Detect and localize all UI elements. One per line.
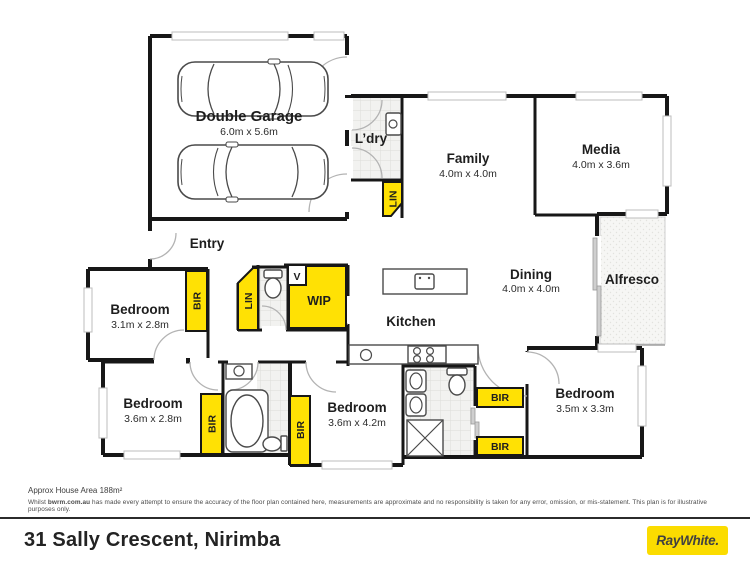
dims-bedroom1: 3.1m x 2.8m bbox=[111, 319, 169, 331]
footer-bar: 31 Sally Crescent, Nirimba RayWhite. bbox=[0, 519, 750, 562]
lin-closet bbox=[382, 181, 403, 217]
raywhite-logo: RayWhite. bbox=[647, 526, 728, 555]
bir-closet bbox=[185, 270, 208, 332]
alfresco-floor bbox=[599, 216, 666, 345]
area-note: Approx House Area 188m² bbox=[28, 486, 123, 495]
sliding-doors bbox=[470, 236, 602, 440]
bir-closet bbox=[200, 393, 223, 455]
wip-pantry bbox=[288, 265, 347, 329]
footnotes: Approx House Area 188m² Whilst bwrm.com.… bbox=[28, 486, 728, 513]
disclaimer-rest: has made every attempt to ensure the acc… bbox=[28, 499, 708, 513]
label-bir: BIR bbox=[192, 292, 204, 311]
kitchen-island bbox=[382, 268, 468, 295]
label-bir: BIR bbox=[491, 392, 510, 404]
ensuite-fixtures bbox=[405, 367, 468, 457]
label-bir: BIR bbox=[295, 421, 307, 440]
label-bir: BIR bbox=[207, 415, 219, 434]
label-vanity: V bbox=[293, 271, 300, 283]
bathroom-fixtures bbox=[225, 363, 288, 453]
label-bir: BIR bbox=[491, 441, 510, 453]
label-wip: WIP bbox=[307, 294, 331, 308]
label-lin: LIN bbox=[243, 293, 255, 310]
property-address: 31 Sally Crescent, Nirimba bbox=[24, 529, 281, 551]
label-kitchen: Kitchen bbox=[386, 314, 436, 329]
laundry-trough-icon bbox=[385, 112, 402, 136]
dims-dining: 4.0m x 4.0m bbox=[502, 283, 560, 295]
dims-bedroom2: 3.6m x 2.8m bbox=[124, 413, 182, 425]
vanity-box bbox=[287, 264, 307, 286]
label-media: Media bbox=[582, 142, 621, 157]
label-alfresco: Alfresco bbox=[605, 272, 659, 287]
windows bbox=[83, 31, 672, 470]
closets bbox=[185, 181, 524, 466]
label-lin: LIN bbox=[388, 191, 400, 208]
label-garage: Double Garage bbox=[196, 108, 303, 125]
car-icon bbox=[177, 141, 329, 203]
label-laundry: L’dry bbox=[355, 131, 388, 146]
dims-bedroom4: 3.5m x 3.3m bbox=[556, 403, 614, 415]
label-bedroom4: Bedroom bbox=[555, 386, 614, 401]
bir-closet bbox=[289, 395, 311, 466]
label-bedroom1: Bedroom bbox=[110, 302, 169, 317]
label-dining: Dining bbox=[510, 267, 552, 282]
disclaimer: Whilst bwrm.com.au has made every attemp… bbox=[28, 499, 728, 513]
bir-closet bbox=[476, 387, 524, 408]
dims-bedroom3: 3.6m x 4.2m bbox=[328, 417, 386, 429]
footer-divider bbox=[0, 517, 750, 519]
bir-closet bbox=[476, 436, 524, 456]
disclaimer-prefix: Whilst bbox=[28, 499, 48, 506]
label-bedroom2: Bedroom bbox=[123, 396, 182, 411]
kitchen-bench bbox=[348, 344, 479, 365]
dims-media: 4.0m x 3.6m bbox=[572, 159, 630, 171]
label-family: Family bbox=[447, 151, 490, 166]
label-entry: Entry bbox=[190, 236, 225, 251]
dims-family: 4.0m x 4.0m bbox=[439, 168, 497, 180]
label-bedroom3: Bedroom bbox=[327, 400, 386, 415]
wc-toilet-icon bbox=[263, 269, 283, 299]
lin-closet bbox=[237, 267, 259, 331]
floor-plan-drawing: Double Garage 6.0m x 5.6m L’dry Family 4… bbox=[83, 31, 672, 470]
dims-garage: 6.0m x 5.6m bbox=[220, 126, 278, 138]
disclaimer-brand: bwrm.com.au bbox=[47, 499, 91, 506]
raywhite-logo-text: RayWhite. bbox=[656, 533, 719, 548]
